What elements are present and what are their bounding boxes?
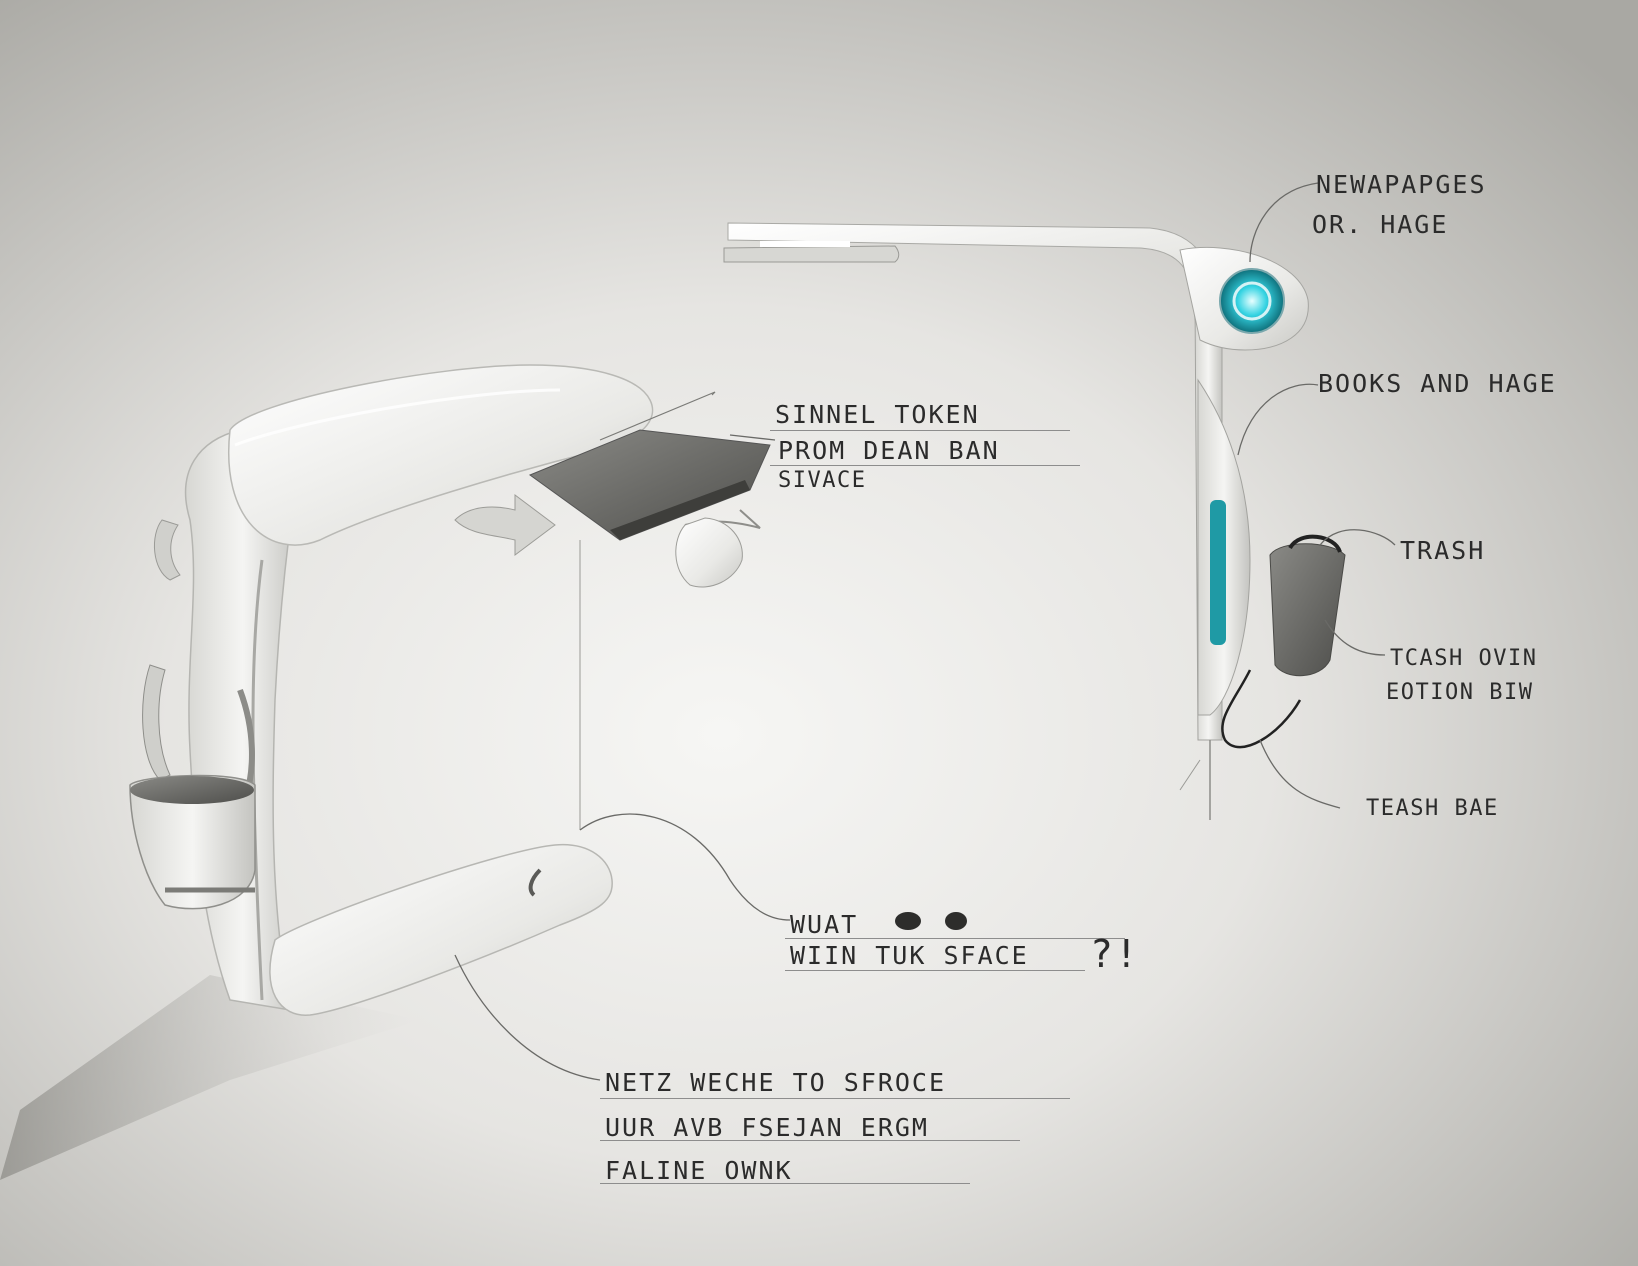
desk-unit [129,364,771,1016]
callout-what-line1: WUAT [790,910,859,939]
callout-trash-own-line1: TCASH OVIN [1390,646,1538,671]
underline [785,970,1085,971]
underline [600,1140,1020,1141]
desk-tray [528,429,771,541]
callout-books: BOOKS AND HAGE [1318,369,1557,398]
callout-what-line2: WIIN TUK SFACE [790,941,1029,970]
desk-base-plate [269,843,613,1016]
dark-dot [945,912,967,930]
trash-bin [1269,543,1346,677]
power-cord [1221,669,1302,749]
cyan-light [1219,268,1285,334]
swivel-cup [675,517,743,588]
lamp-unit [723,222,1346,820]
callout-notes-line2: UUR AVB FSEJAN ERGM [605,1113,929,1142]
teal-strip [1210,500,1226,645]
callout-lines [454,182,1396,1081]
callout-notes-line3: FALINE OWNK [605,1156,793,1185]
floor-shadow [0,975,420,1180]
underline [770,465,1080,466]
callout-trash-bag: TEASH BAE [1366,796,1499,821]
callout-newspapers-line2: OR. HAGE [1312,210,1449,239]
desk-basket [129,774,256,910]
desk-handle-top [153,519,181,581]
lamp-light-head [723,245,900,263]
underline [785,938,1125,939]
callout-trash-own-line2: EOTION BIW [1386,680,1534,705]
callout-swivel-line1: SINNEL TOKEN [775,400,980,429]
dark-dot [895,912,921,930]
underline [600,1183,970,1184]
callout-swivel-line2: PROM DEAN BAN [778,436,1000,465]
callout-swivel-line3: SIVACE [778,468,867,493]
underline [600,1098,1070,1099]
swivel-arrow-left [454,494,556,556]
callout-trash: TRASH [1400,536,1486,565]
callout-notes-line1: NETZ WECHE TO SFROCE [605,1068,947,1097]
callout-question-mark: ?! [1090,932,1140,976]
callout-newspapers-line1: NEWAPAPGES [1316,170,1487,199]
underline [770,430,1070,431]
